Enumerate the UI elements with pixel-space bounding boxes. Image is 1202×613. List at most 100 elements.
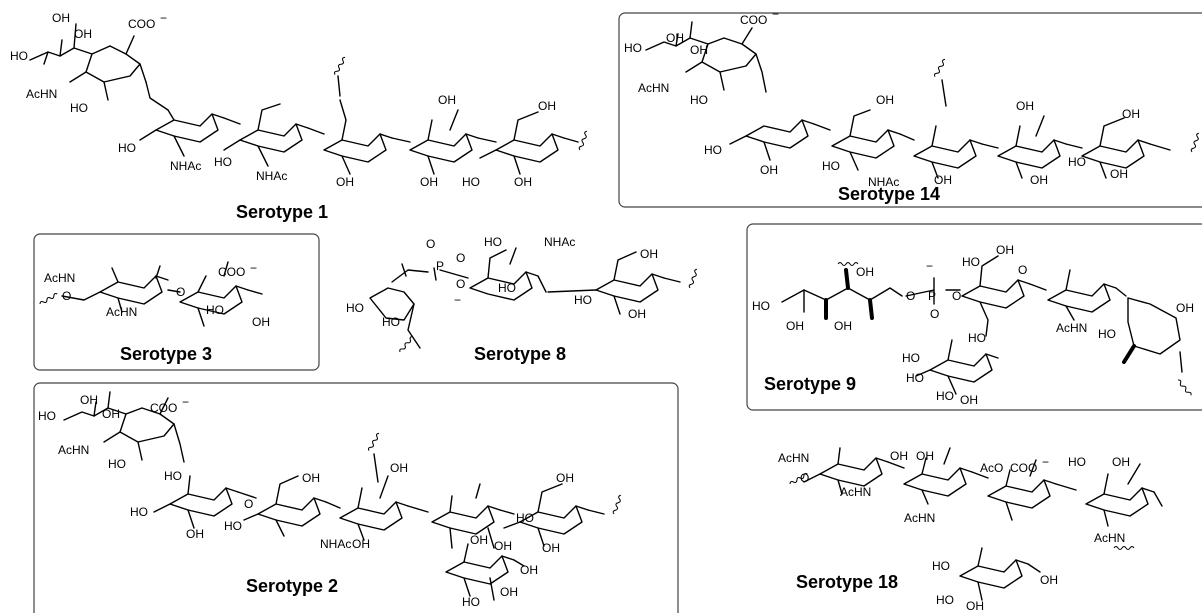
- s8-ho-label: HO: [498, 281, 516, 295]
- serotype-14-title: Serotype 14: [838, 184, 940, 204]
- s1-ho-label: HO: [214, 155, 232, 169]
- s2-ho-label: HO: [516, 511, 534, 525]
- s8-nhac-label: NHAc: [544, 235, 575, 249]
- s8-p-label: P: [436, 259, 444, 273]
- s2-oh-label: OH: [302, 471, 320, 485]
- s1-coo-label: COO: [128, 17, 155, 31]
- s8-ho-label: HO: [484, 235, 502, 249]
- s2-oh-label: OH: [186, 527, 204, 541]
- s2-minus-label: −: [182, 395, 189, 409]
- s18-achn-label: AcHN: [840, 485, 871, 499]
- s2-oh-label: OH: [556, 471, 574, 485]
- s2-oh-label: OH: [80, 393, 98, 407]
- s8-minus-label: −: [454, 293, 461, 307]
- s1-oh-label: OH: [74, 27, 92, 41]
- serotype-1-structure: [29, 23, 589, 175]
- s3-o-label: O: [62, 289, 71, 303]
- serotype-9-title: Serotype 9: [764, 374, 856, 394]
- s14-nhac-label: NHAc: [868, 175, 899, 189]
- s18-ho-label: HO: [936, 593, 954, 607]
- s1-oh-label: OH: [538, 99, 556, 113]
- s9-o-label: O: [906, 289, 915, 303]
- s1-ho-label: HO: [118, 141, 136, 155]
- s14-minus-label: −: [772, 7, 779, 21]
- s2-oh-label: OH: [390, 461, 408, 475]
- serotype-2-title: Serotype 2: [246, 576, 338, 596]
- s2-oh-label: OH: [102, 407, 120, 421]
- s9-oh-label: OH: [960, 393, 978, 407]
- s8-o-label: O: [426, 237, 435, 251]
- s8-ho-label: HO: [574, 293, 592, 307]
- s8-oh-label: OH: [628, 307, 646, 321]
- serotype-2-structure: [63, 391, 623, 601]
- s18-oh-label: OH: [966, 599, 984, 613]
- s9-ho-label: HO: [1098, 327, 1116, 341]
- s3-coo-label: COO: [218, 265, 245, 279]
- serotype-2-frame: [33, 382, 679, 613]
- serotype-18-title: Serotype 18: [796, 572, 898, 592]
- s9-oh-label: OH: [834, 319, 852, 333]
- s18-oh-label: OH: [1112, 455, 1130, 469]
- s9-p-label: P: [928, 289, 936, 303]
- s3-o-label: O: [176, 285, 185, 299]
- s2-oh-label: OH: [470, 533, 488, 547]
- s9-o-label: O: [952, 289, 961, 303]
- s3-achn-label: AcHN: [106, 305, 137, 319]
- s2-oh-label: OH: [500, 585, 518, 599]
- s1-ho-label: HO: [462, 175, 480, 189]
- s9-oh-label: OH: [996, 243, 1014, 257]
- s2-ho-label: HO: [130, 505, 148, 519]
- s2-ho-label: HO: [38, 409, 56, 423]
- s1-nhac-label: NHAc: [170, 159, 201, 173]
- s2-oh-label: OH: [542, 541, 560, 555]
- s14-ho-label: HO: [1068, 155, 1086, 169]
- s1-minus-label: −: [160, 11, 167, 25]
- s14-oh-label: OH: [934, 173, 952, 187]
- s14-oh-label: OH: [1110, 167, 1128, 181]
- s18-minus-label: −: [1042, 455, 1049, 469]
- s9-oh-label: OH: [856, 265, 874, 279]
- s14-oh-label: OH: [666, 31, 684, 45]
- s2-ho-label: HO: [462, 595, 480, 609]
- s2-oh-label: OH: [520, 563, 538, 577]
- s8-o-label: O: [456, 251, 465, 265]
- serotype-18-structure: [788, 447, 1163, 601]
- s9-o-label: O: [930, 307, 939, 321]
- serotype-3-structure: [38, 261, 263, 327]
- s2-coo-label: COO: [150, 401, 177, 415]
- s14-achn-label: AcHN: [638, 81, 669, 95]
- serotype-8-title: Serotype 8: [474, 344, 566, 364]
- serotype-8-structure: [369, 247, 699, 354]
- s2-ho-label: HO: [108, 457, 126, 471]
- s9-ho-label: HO: [936, 389, 954, 403]
- s9-ho-label: HO: [902, 351, 920, 365]
- s14-ho-label: HO: [690, 93, 708, 107]
- s9-minus-label: −: [926, 259, 933, 273]
- s18-coo-label: COO: [1010, 461, 1037, 475]
- s14-oh-label: OH: [1016, 99, 1034, 113]
- s9-o-label: O: [1018, 263, 1027, 277]
- serotype-3-frame: [33, 233, 320, 371]
- s14-oh-label: OH: [690, 43, 708, 57]
- s2-oh-label: OH: [352, 537, 370, 551]
- s1-oh-label: OH: [336, 175, 354, 189]
- s2-oh-label: OH: [494, 539, 512, 553]
- s1-ho-label: HO: [10, 49, 28, 63]
- s14-oh-label: OH: [1030, 173, 1048, 187]
- s18-ho-label: HO: [1068, 455, 1086, 469]
- s18-ho-label: HO: [932, 559, 950, 573]
- s2-ho-label: HO: [164, 469, 182, 483]
- serotype-3-title: Serotype 3: [120, 344, 212, 364]
- s2-nhac-label: NHAc: [320, 537, 351, 551]
- s18-oh-label: OH: [916, 449, 934, 463]
- s18-achn-label: AcHN: [778, 451, 809, 465]
- s18-aco-label: AcO: [980, 461, 1003, 475]
- s2-achn-label: AcHN: [58, 443, 89, 457]
- s14-oh-label: OH: [1122, 107, 1140, 121]
- s1-nhac-label: NHAc: [256, 169, 287, 183]
- s2-o-label: O: [244, 497, 253, 511]
- s2-ho-label: HO: [224, 519, 242, 533]
- serotype-1-title: Serotype 1: [236, 202, 328, 222]
- s14-ho-label: HO: [704, 143, 722, 157]
- serotype-9-structure: [781, 255, 1193, 397]
